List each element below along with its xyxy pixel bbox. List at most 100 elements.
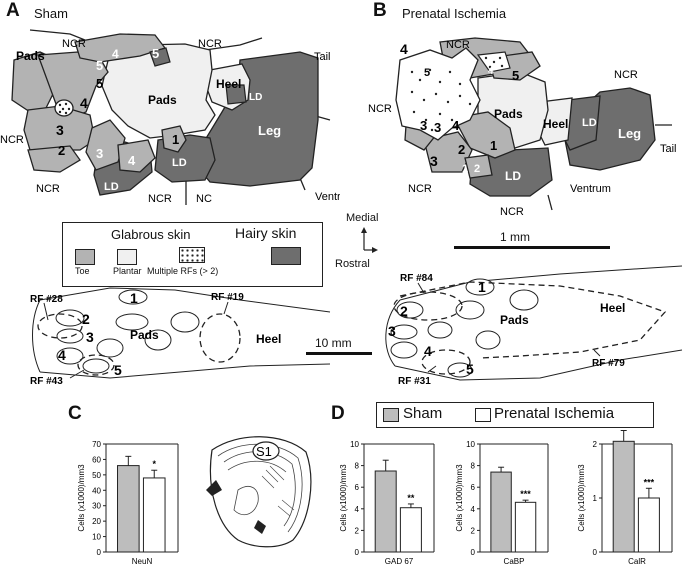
- y-tick-label: 4: [355, 505, 360, 514]
- y-axis-title: Cells (x1000)/mm3: [77, 464, 86, 532]
- y-tick-label: 6: [471, 483, 476, 492]
- plantar-legend-label: Plantar: [113, 266, 142, 276]
- heel-label: Heel: [216, 77, 241, 91]
- y-tick-label: 10: [350, 440, 359, 449]
- hippocampus-outline: [233, 486, 259, 516]
- digit-label: 1: [478, 279, 486, 295]
- ischemia-swatch: [475, 408, 491, 422]
- y-tick-label: 0: [97, 548, 102, 557]
- paw-edge: [385, 299, 401, 367]
- ncr-label: NCR: [198, 38, 222, 50]
- y-tick-label: 20: [92, 517, 101, 526]
- ld-label: LD: [249, 92, 262, 103]
- plantar-pad: [475, 330, 501, 350]
- leg-region: [199, 51, 319, 187]
- bar-ischemia: [637, 497, 660, 553]
- nc-label: NC: [196, 193, 212, 205]
- y-tick-label: 8: [355, 462, 360, 471]
- digit-label: 3: [56, 122, 64, 138]
- rf-28-outline: [37, 313, 83, 339]
- toe-region: [117, 139, 156, 173]
- significance-marker: ***: [644, 477, 655, 487]
- digit-label: 5: [512, 68, 519, 83]
- rf-31-outline: [421, 349, 471, 375]
- rf-31-label: RF #31: [398, 376, 431, 387]
- s1-label: S1: [256, 444, 272, 459]
- ncr-label: NCR: [500, 206, 524, 218]
- rf-43-outline: [77, 354, 115, 376]
- rostral-label: Rostral: [335, 258, 370, 270]
- toe-swatch: [75, 249, 95, 265]
- toe-legend-label: Toe: [75, 266, 90, 276]
- toe-pad: [396, 301, 424, 319]
- paw-outline-ischemia: RF #84 RF #79 RF #31 Pads Heel 1 2 3 4 5: [385, 265, 683, 387]
- scalebar-label-10mm: 10 mm: [315, 336, 352, 350]
- ischemia-legend-label: Prenatal Ischemia: [494, 405, 615, 422]
- plantar-pad: [144, 329, 172, 351]
- heel-label: Heel: [543, 117, 568, 131]
- digit-label: 5: [96, 58, 103, 73]
- toe-region: [464, 154, 493, 179]
- paw-edge: [32, 299, 41, 373]
- bar-legend: Sham Prenatal Ischemia: [376, 402, 654, 428]
- pads-region: [101, 43, 216, 139]
- digit-label: 5: [152, 46, 159, 61]
- y-tick-label: 50: [92, 471, 101, 480]
- rf-pointer: [593, 349, 601, 357]
- y-tick-label: 0: [471, 548, 476, 557]
- hairy-swatch: [271, 247, 301, 265]
- ischemia-cortical-map: 4 NCR NCR NCR Pads Heel LD Leg Tail LD N…: [368, 37, 677, 218]
- rf-pointer: [427, 365, 437, 373]
- digit-label: 4: [400, 41, 408, 57]
- pads-label: Pads: [494, 107, 523, 121]
- digit-label: 5: [424, 67, 430, 79]
- y-tick-label: 2: [355, 526, 360, 535]
- ld-label: LD: [505, 169, 521, 183]
- x-category-label: CalR: [628, 557, 646, 565]
- digit-label: 4: [128, 153, 136, 168]
- multiple-rf-swatch: [179, 247, 205, 263]
- digit-label: 4: [58, 347, 66, 363]
- rf-pointer: [43, 302, 49, 321]
- toe-pad: [56, 328, 84, 344]
- rf-84-outline: [393, 291, 463, 321]
- panel-letter-c: C: [68, 403, 82, 424]
- rf-pointer: [417, 282, 425, 294]
- tail-label: Tail: [660, 143, 677, 155]
- toe-pad: [56, 347, 84, 365]
- y-tick-label: 8: [471, 462, 476, 471]
- scalebar-1mm: [454, 246, 610, 249]
- y-tick-label: 70: [92, 440, 101, 449]
- map-border-line: [204, 37, 263, 51]
- ventricle-shape: [206, 480, 222, 496]
- cortical-layer-line: [227, 460, 287, 473]
- paw-outline-sham: RF #28 RF #19 RF #43 Pads Heel 1 2 3 4 5: [30, 287, 331, 387]
- s1-marker: [252, 441, 280, 461]
- ventrum-label: Ventrum: [570, 183, 611, 195]
- panel-letter-a: A: [6, 0, 20, 21]
- digit-label: 4: [112, 47, 119, 61]
- ncr-label: NCR: [0, 134, 24, 146]
- y-tick-label: 40: [92, 486, 101, 495]
- x-category-label: NeuN: [132, 557, 153, 565]
- ncr-label: NCR: [614, 69, 638, 81]
- x-category-label: GAD 67: [385, 557, 414, 565]
- toe-pad: [390, 324, 418, 340]
- digit-label: 3: [388, 323, 396, 339]
- medial-label: Medial: [346, 212, 379, 224]
- rf-pointer: [223, 301, 229, 315]
- paw-edge: [394, 265, 683, 381]
- skin-legend: Glabrous skin Hairy skin Toe Plantar Mul…: [62, 222, 323, 287]
- ncr-label: NCR: [148, 193, 172, 205]
- plantar-swatch: [117, 249, 137, 265]
- toe-pad: [465, 278, 495, 296]
- ventrum-label: Ventrum: [315, 191, 340, 203]
- ld-label: LD: [104, 181, 119, 193]
- multiple-rf-patch: [395, 47, 481, 141]
- digit-label: 1: [130, 290, 138, 306]
- y-tick-label: 30: [92, 502, 101, 511]
- panel-letter-b: B: [373, 0, 387, 21]
